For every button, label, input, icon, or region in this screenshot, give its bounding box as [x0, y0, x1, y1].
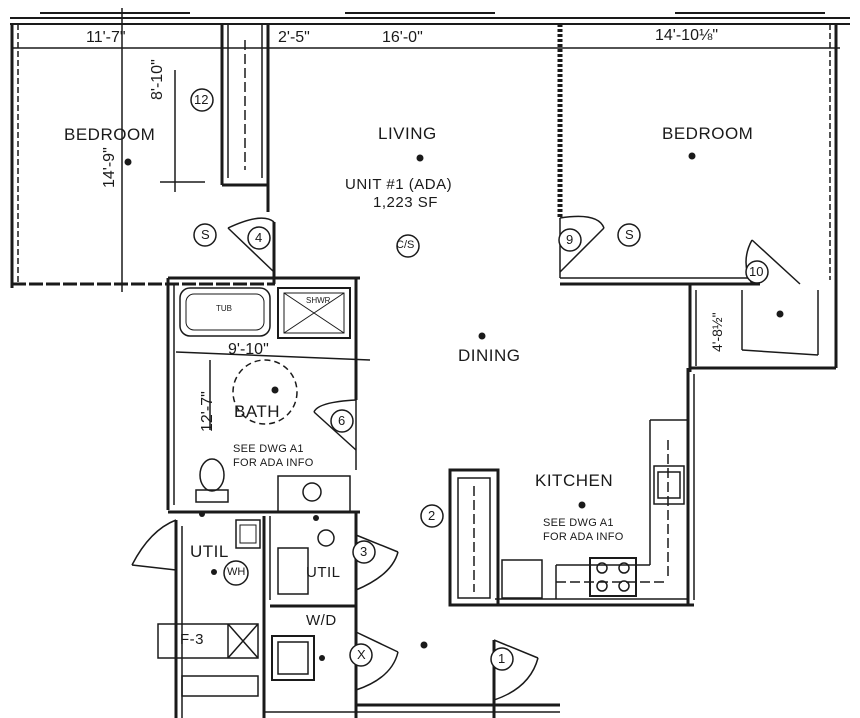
dim-living-width: 16'-0" — [382, 29, 423, 46]
cs-label: C/S — [396, 239, 415, 251]
bath-note-2: FOR ADA INFO — [233, 457, 314, 469]
wh-label: WH — [227, 566, 246, 578]
door-tag-2: 2 — [428, 508, 436, 523]
dim-closet-right-height: 4'-8½" — [709, 312, 725, 352]
kitchen-note-1: SEE DWG A1 — [543, 517, 614, 529]
bedroom-left-label: BEDROOM — [64, 125, 156, 144]
wd-label: W/D — [306, 612, 337, 629]
door-tag-6: 6 — [338, 413, 346, 428]
dim-closet-width: 2'-5" — [278, 29, 310, 46]
door-tag-4: 4 — [255, 230, 263, 245]
door-tag-s-right: S — [625, 227, 634, 242]
door-tag-9: 9 — [566, 232, 574, 247]
door-tag-1: 1 — [498, 651, 506, 666]
kitchen-note-2: FOR ADA INFO — [543, 531, 624, 543]
dim-bath-height: 12'-7" — [199, 391, 216, 432]
kitchen-label: KITCHEN — [535, 471, 614, 490]
living-label: LIVING — [378, 124, 437, 143]
shower-label: SHWR — [306, 296, 331, 305]
dim-bath-width: 9'-10" — [228, 341, 269, 358]
dim-bedroom-width: 11'-7" — [86, 29, 126, 46]
f3-label: F-3 — [180, 631, 204, 648]
bath-note-1: SEE DWG A1 — [233, 443, 304, 455]
tub-label: TUB — [216, 304, 232, 313]
dim-bedroom-left-height: 14'-9" — [101, 147, 118, 188]
dim-bedroom-right-width: 14'-10⅛" — [655, 27, 718, 44]
door-tag-s-left: S — [201, 227, 210, 242]
unit-label: UNIT #1 (ADA) — [345, 176, 453, 193]
door-tag-10: 10 — [749, 264, 764, 279]
dining-label: DINING — [458, 346, 521, 365]
bath-label: BATH — [234, 402, 281, 421]
util-left-label: UTIL — [190, 542, 229, 561]
dim-bedroom-left-depth: 8'-10" — [149, 59, 166, 100]
util-right-label: UTIL — [306, 564, 341, 581]
door-tag-12: 12 — [194, 92, 209, 107]
door-tag-3: 3 — [360, 544, 368, 559]
bedroom-right-label: BEDROOM — [662, 124, 754, 143]
unit-area-label: 1,223 SF — [373, 194, 438, 211]
door-tag-x: X — [357, 647, 366, 662]
